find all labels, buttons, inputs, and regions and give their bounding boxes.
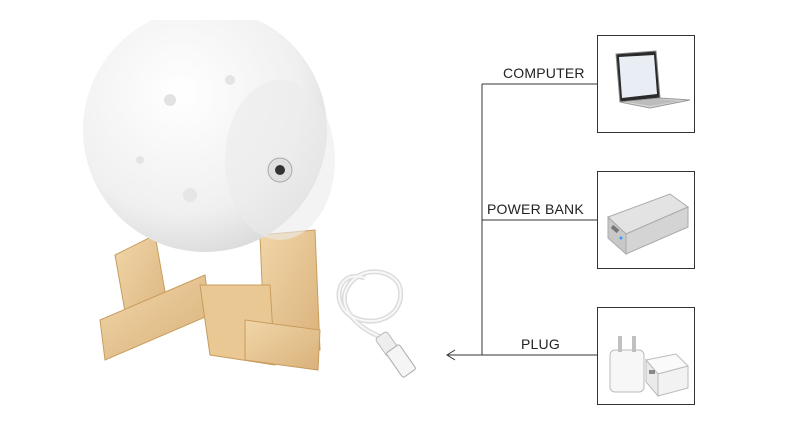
label-power-bank: POWER BANK [487, 201, 584, 217]
plug-box [597, 307, 695, 405]
label-plug: PLUG [521, 336, 560, 352]
wall-charger-icon [609, 336, 689, 398]
laptop-icon [615, 50, 691, 109]
moon-lamp-icon [83, 20, 335, 371]
usb-cable-icon [336, 269, 416, 378]
wooden-stand-icon [99, 229, 321, 371]
computer-box [597, 35, 695, 133]
power-bank-box [597, 171, 695, 269]
label-computer: COMPUTER [503, 65, 585, 81]
power-bank-icon [607, 193, 690, 256]
